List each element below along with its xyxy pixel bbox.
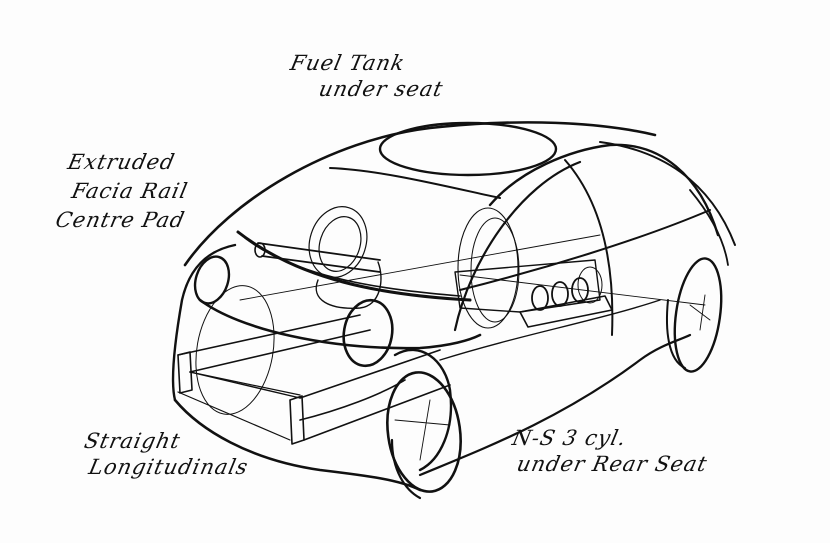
- annotation-fuel-tank-line1: Fuel Tank: [288, 51, 408, 75]
- annotation-fuel-tank: Fuel Tank under seat: [282, 50, 451, 102]
- annotation-longitudinals-line1: Straight: [82, 429, 183, 453]
- annotation-engine-line2: under Rear Seat: [514, 452, 710, 476]
- annotation-longitudinals: Straight Longitudinals: [76, 428, 256, 480]
- annotation-longitudinals-line2: Longitudinals: [86, 455, 251, 479]
- annotation-engine: N-S 3 cyl. under Rear Seat: [504, 425, 715, 477]
- annotation-facia-line1: Extruded: [65, 150, 178, 174]
- annotation-fuel-tank-line2: under seat: [316, 77, 446, 101]
- annotation-facia-rail: Extruded Facia Rail Centre Pad: [53, 148, 200, 235]
- annotation-facia-line2: Facia Rail: [69, 179, 191, 203]
- annotation-facia-line3: Centre Pad: [53, 208, 188, 232]
- annotation-engine-line1: N-S 3 cyl.: [510, 426, 629, 450]
